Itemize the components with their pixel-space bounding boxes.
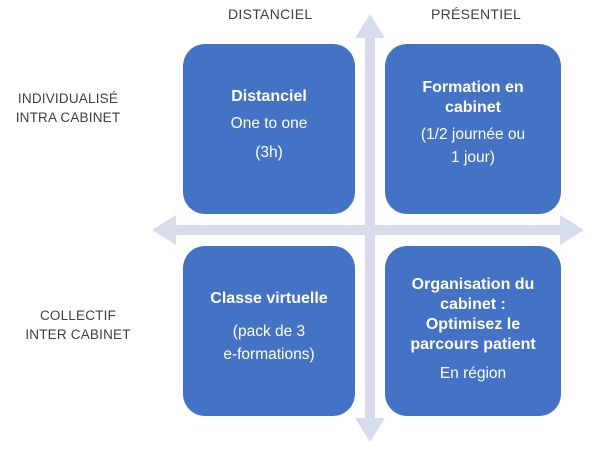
- column-label-distanciel: DISTANCIEL: [228, 6, 313, 22]
- quadrant-title: Distanciel: [231, 87, 307, 107]
- title-line: Distanciel: [231, 88, 307, 105]
- desc-line: e-formations): [223, 346, 315, 363]
- desc-line: (3h): [255, 144, 283, 161]
- desc-line: (1/2 journée ou: [420, 126, 526, 143]
- title-line: Optimisez le: [425, 315, 521, 333]
- desc-line: (pack de 3: [232, 323, 306, 340]
- row-label-individualise: INDIVIDUALISÉ INTRA CABINET: [0, 89, 138, 127]
- row-label-line: INTER CABINET: [25, 327, 131, 342]
- title-line: cabinet: [444, 99, 501, 116]
- vertical-axis-arrow: [355, 14, 385, 442]
- row-label-line: INDIVIDUALISÉ: [17, 91, 119, 106]
- quadrant-description: (pack de 3 e-formations): [223, 321, 314, 365]
- quadrant-description: (1/2 journée ou 1 jour): [421, 124, 525, 168]
- title-line: cabinet :: [440, 295, 506, 313]
- quadrant-organisation-du-cabinet: Organisation du cabinet : Optimisez le p…: [385, 246, 561, 416]
- quadrant-distanciel: Distanciel One to one (3h): [183, 44, 355, 214]
- title-line: Formation en: [422, 79, 524, 96]
- quadrant-classe-virtuelle: Classe virtuelle (pack de 3 e-formations…: [183, 246, 355, 416]
- title-line: parcours patient: [410, 335, 536, 353]
- quadrant-title: Organisation du cabinet : Optimisez le p…: [410, 275, 535, 355]
- desc-line: 1 jour): [451, 149, 495, 166]
- desc-line: One to one: [230, 115, 308, 132]
- quadrant-description: En région: [440, 363, 506, 384]
- quadrant-title: Classe virtuelle: [210, 289, 327, 309]
- row-label-line: INTRA CABINET: [15, 110, 121, 125]
- row-label-line: COLLECTIF: [39, 308, 117, 323]
- column-label-presentiel: PRÉSENTIEL: [431, 6, 522, 22]
- quadrant-description: One to one (3h): [231, 113, 308, 163]
- quadrant-formation-en-cabinet: Formation en cabinet (1/2 journée ou 1 j…: [385, 44, 561, 214]
- title-line: Classe virtuelle: [210, 290, 328, 307]
- quadrant-title: Formation en cabinet: [422, 78, 523, 118]
- row-label-collectif: COLLECTIF INTER CABINET: [8, 306, 148, 344]
- title-line: Organisation du: [411, 275, 535, 293]
- desc-line: En région: [439, 364, 507, 382]
